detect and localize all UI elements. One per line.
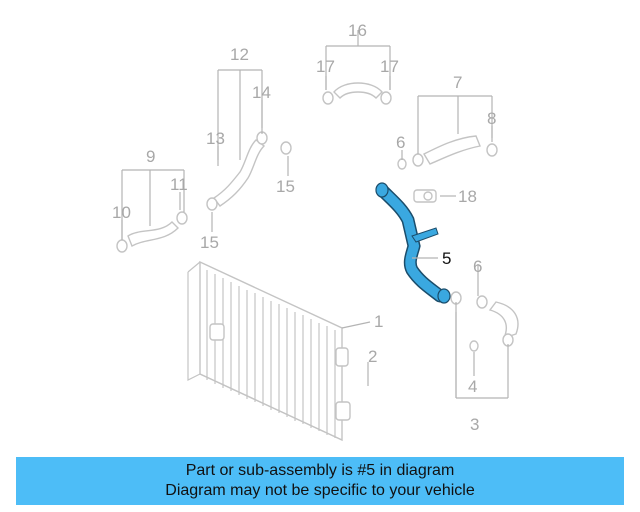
- info-banner: Part or sub-assembly is #5 in diagram Di…: [16, 457, 624, 505]
- lower-right-hose: [450, 291, 519, 352]
- left-vertical-hose: [206, 131, 292, 211]
- callout-13: 13: [206, 129, 225, 148]
- callout-3: 3: [470, 415, 479, 434]
- callout-8: 8: [487, 109, 496, 128]
- leader-lines: [121, 30, 509, 399]
- callout-17b: 17: [380, 57, 399, 76]
- callout-17a: 17: [316, 57, 335, 76]
- fitting-18: [413, 189, 437, 203]
- callout-6b: 6: [473, 257, 482, 276]
- right-top-hose: [397, 135, 498, 170]
- callout-1: 1: [374, 312, 383, 331]
- banner-line-2: Diagram may not be specific to your vehi…: [165, 482, 475, 499]
- callout-2: 2: [368, 347, 377, 366]
- callout-12: 12: [230, 45, 249, 64]
- left-hose-assembly: [116, 211, 188, 253]
- highlighted-pipe-part-5: [375, 182, 451, 304]
- callout-9: 9: [146, 147, 155, 166]
- callout-15b: 15: [276, 177, 295, 196]
- callout-11: 11: [170, 175, 188, 194]
- callout-10: 10: [112, 203, 131, 222]
- intercooler-radiator: [187, 260, 351, 442]
- banner-line-1: Part or sub-assembly is #5 in diagram: [185, 462, 455, 479]
- callout-18: 18: [458, 187, 477, 206]
- callout-labels: 1 2 3 4 5 6 6 7 8 9 10 11 12 13 14 15 15…: [112, 21, 496, 434]
- callout-7: 7: [453, 73, 462, 92]
- callout-5: 5: [442, 249, 451, 268]
- callout-4: 4: [468, 377, 477, 396]
- callout-16: 16: [348, 21, 367, 40]
- top-hose: [322, 82, 392, 105]
- callout-15a: 15: [200, 233, 219, 252]
- callout-6a: 6: [396, 133, 405, 152]
- callout-14: 14: [252, 83, 271, 102]
- parts-diagram: 1 2 3 4 5 6 6 7 8 9 10 11 12 13 14 15 15…: [112, 21, 519, 442]
